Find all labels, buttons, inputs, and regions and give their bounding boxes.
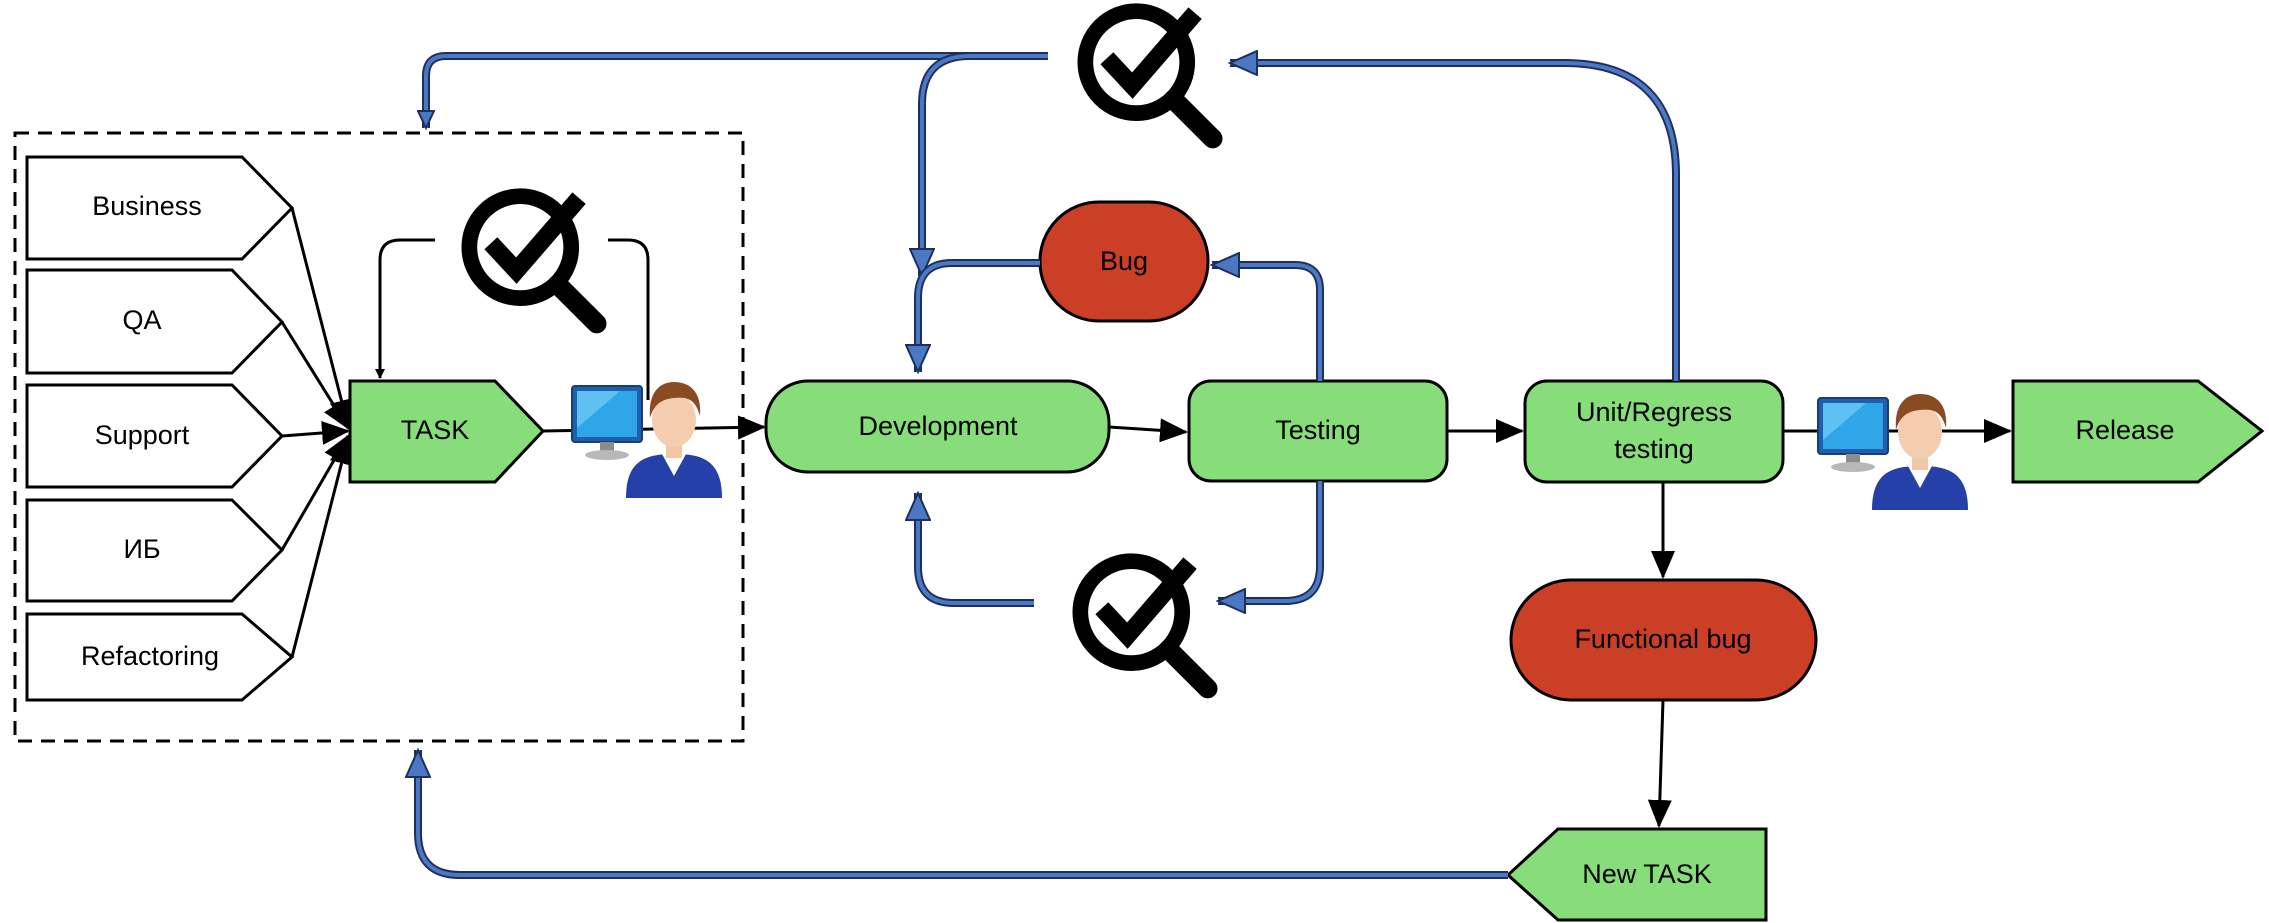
functional-bug-node[interactable]: Functional bug: [1509, 578, 1818, 702]
magnifier-check-icon: [1085, 11, 1212, 138]
task-review-loop-down: [375, 238, 435, 379]
regress-label-line2: testing: [1614, 434, 1694, 464]
bug-node[interactable]: Bug: [1038, 200, 1210, 323]
edge-development-to-testing: [1108, 418, 1188, 443]
blue-feedback-arrows: [418, 56, 1680, 879]
task-label: TASK: [401, 415, 470, 445]
regress-testing-node[interactable]: Unit/Regress testing: [1523, 379, 1785, 484]
development-node[interactable]: Development: [764, 379, 1111, 474]
magnifier-check-icon: [469, 196, 596, 323]
regress-label-line1: Unit/Regress: [1576, 397, 1732, 427]
development-label: Development: [858, 411, 1018, 441]
person-at-computer-icon: [1817, 393, 1969, 511]
source-edges: [280, 207, 354, 658]
bug-label: Bug: [1100, 246, 1148, 276]
source-business-label: Business: [92, 191, 202, 221]
source-qa[interactable]: QA: [25, 268, 285, 375]
source-refactoring-label: Refactoring: [81, 641, 219, 671]
edge-functional-bug-to-new-task: [1647, 699, 1672, 828]
release-node[interactable]: Release: [2011, 379, 2265, 484]
source-business[interactable]: Business: [25, 155, 295, 261]
source-support[interactable]: Support: [25, 383, 285, 489]
source-refactoring[interactable]: Refactoring: [25, 612, 295, 702]
source-ib-label: ИБ: [123, 534, 160, 564]
task-node[interactable]: TASK: [348, 379, 546, 484]
new-task-label: New TASK: [1582, 859, 1712, 889]
source-ib[interactable]: ИБ: [25, 498, 285, 603]
source-qa-label: QA: [122, 305, 161, 335]
new-task-node[interactable]: New TASK: [1505, 827, 1768, 922]
magnifier-check-icon: [1080, 561, 1207, 688]
release-label: Release: [2075, 415, 2174, 445]
task-review-loop-up: [608, 238, 650, 400]
functional-bug-label: Functional bug: [1574, 624, 1751, 654]
testing-label: Testing: [1275, 415, 1361, 445]
source-support-label: Support: [95, 420, 190, 450]
testing-node[interactable]: Testing: [1187, 379, 1449, 483]
